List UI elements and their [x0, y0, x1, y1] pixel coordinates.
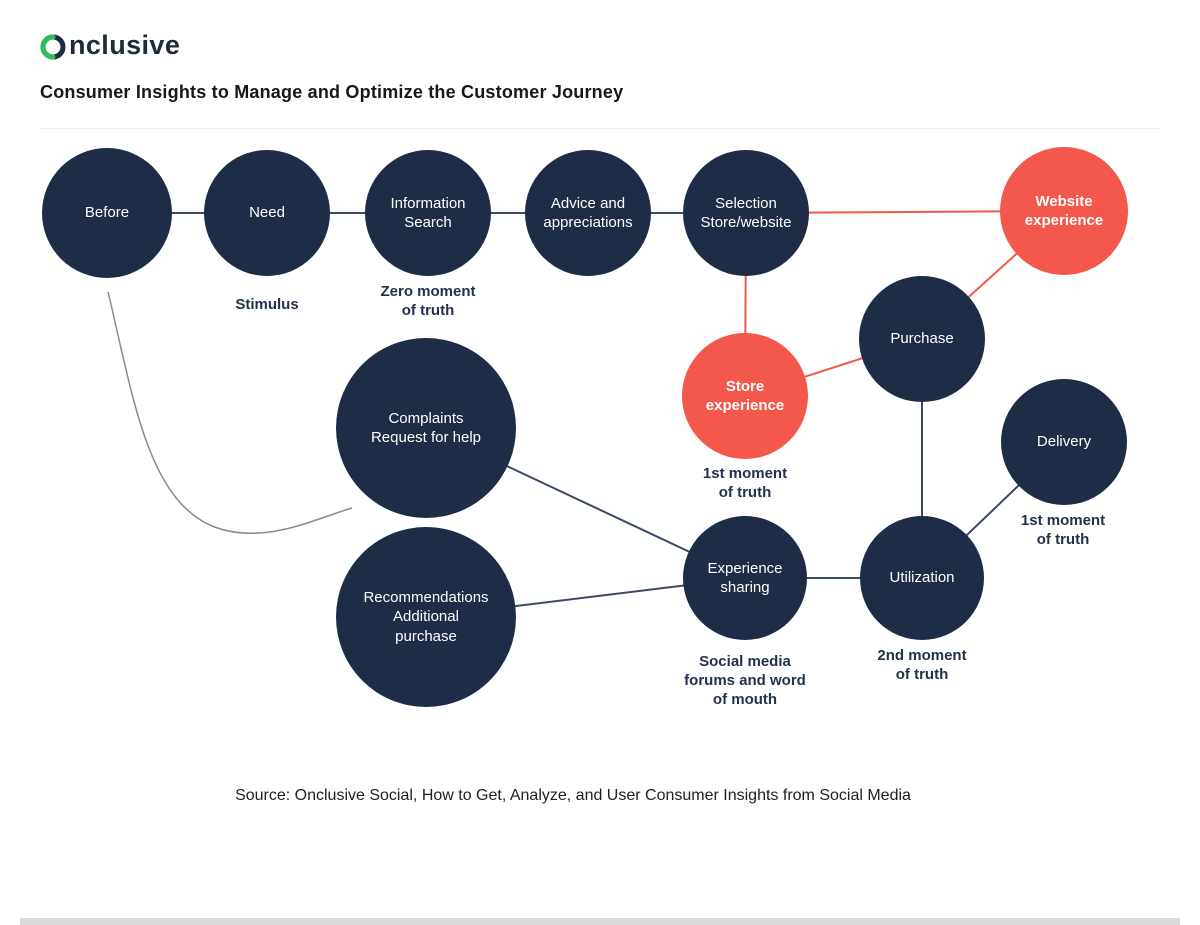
annotation-zero-moment: Zero moment of truth — [380, 283, 476, 319]
node-purchase: Purchase — [859, 276, 985, 402]
node-delivery: Delivery — [1001, 379, 1127, 505]
node-complaints: Complaints Request for help — [336, 338, 516, 518]
logo-wordmark: nclusive — [69, 30, 181, 60]
node-utilization: Utilization — [860, 516, 984, 640]
node-experience-sharing: Experience sharing — [683, 516, 807, 640]
annotation-first-moment-delivery: 1st moment of truth — [1020, 512, 1106, 548]
node-before: Before — [42, 148, 172, 278]
page-title: Consumer Insights to Manage and Optimize… — [40, 82, 624, 102]
node-need: Need — [204, 150, 330, 276]
onclusive-logo-o-icon — [38, 28, 68, 62]
bottom-strip — [20, 918, 1180, 925]
annotation-stimulus: Stimulus — [235, 296, 299, 313]
onclusive-logo: nclusive — [38, 28, 180, 62]
annotation-second-moment: 2nd moment of truth — [877, 647, 967, 683]
node-information-search: Information Search — [365, 150, 491, 276]
node-website-experience: Website experience — [1000, 147, 1128, 275]
node-selection-store-website: Selection Store/website — [683, 150, 809, 276]
annotation-social-media: Social media forums and word of mouth — [684, 653, 806, 708]
annotation-first-moment-store: 1st moment of truth — [702, 465, 788, 501]
node-store-experience: Store experience — [682, 333, 808, 459]
header-divider — [40, 128, 1160, 129]
source-caption: Source: Onclusive Social, How to Get, An… — [235, 787, 911, 804]
node-advice-appreciations: Advice and appreciations — [525, 150, 651, 276]
node-recommendations: Recommendations Additional purchase — [336, 527, 516, 707]
